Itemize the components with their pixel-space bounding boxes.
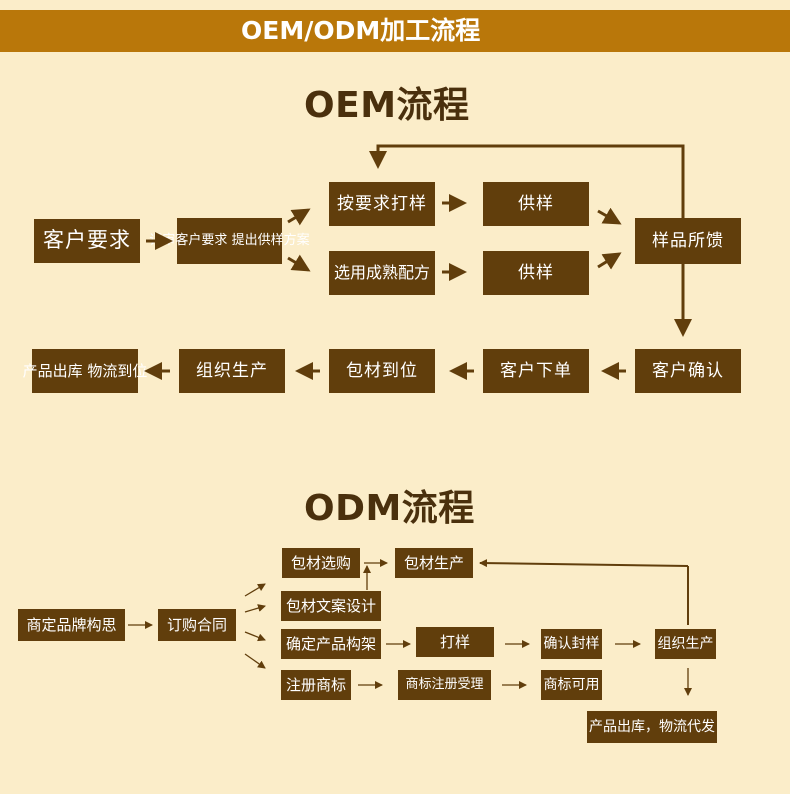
oem-section-title: OEM流程: [304, 85, 470, 126]
odm-arrow-contract-to-design: [244, 604, 266, 613]
header-title: OEM/ODM加工流程: [241, 16, 481, 45]
oem-node-shipping-line1: 产品出库: [22, 362, 83, 380]
odm-node-sampling: 打样: [416, 627, 494, 657]
oem-node-customer-request: 客户要求: [34, 219, 140, 263]
oem-node-shipping-line2: 物流到位: [87, 362, 148, 380]
odm-node-trademark-usable: 商标可用: [541, 670, 602, 700]
oem-node-supply-sample-1: 供样: [483, 182, 589, 226]
odm-section-title: ODM流程: [304, 488, 475, 529]
oem-node-shipping: 产品出库 物流到位: [23, 349, 147, 393]
oem-node-customer-confirm: 客户确认: [635, 349, 741, 393]
odm-node-confirm-seal: 确认封样: [541, 629, 602, 659]
odm-node-shipping: 产品出库，物流代发: [587, 711, 717, 743]
odm-arrow-contract-to-structure: [244, 631, 266, 642]
oem-node-review-line2: 提出供样方案: [231, 233, 310, 249]
header-bar: OEM/ODM加工流程: [0, 10, 790, 52]
oem-arrow-supply2-to-feedback: [597, 252, 622, 270]
oem-arrow-review-to-formula: [287, 254, 311, 272]
odm-node-packaging-design: 包材文案设计: [281, 591, 381, 621]
odm-node-sign-contract: 订购合同: [158, 609, 236, 641]
odm-node-product-structure: 确定产品构架: [281, 629, 381, 659]
oem-arrow-review-to-sample: [287, 208, 311, 226]
odm-node-trademark-accepted: 商标注册受理: [398, 670, 491, 700]
oem-node-sample-feedback: 样品所馈: [635, 218, 741, 264]
oem-node-review: 评审客户要求 提出供样方案: [149, 218, 310, 264]
oem-arrow-feedback-loop: [369, 144, 685, 218]
oem-node-packaging-ready: 包材到位: [329, 349, 435, 393]
odm-arrow-contract-to-trademark: [244, 653, 266, 669]
oem-node-customer-order: 客户下单: [483, 349, 589, 393]
odm-node-packaging-select: 包材选购: [282, 548, 360, 578]
odm-node-trademark-register: 注册商标: [281, 670, 351, 700]
odm-node-organize-production: 组织生产: [655, 629, 716, 659]
odm-node-brand-concept: 商定品牌构思: [18, 609, 125, 641]
oem-node-supply-sample-2: 供样: [483, 251, 589, 295]
oem-arrow-supply1-to-feedback: [597, 207, 622, 225]
odm-arrow-production-to-packaging: [479, 559, 689, 568]
odm-node-packaging-produce: 包材生产: [395, 548, 473, 578]
odm-arrow-contract-to-packaging-select: [244, 583, 266, 597]
oem-node-organize-production: 组织生产: [179, 349, 285, 393]
oem-node-sample-by-request: 按要求打样: [329, 182, 435, 226]
oem-node-select-formula: 选用成熟配方: [329, 251, 435, 295]
